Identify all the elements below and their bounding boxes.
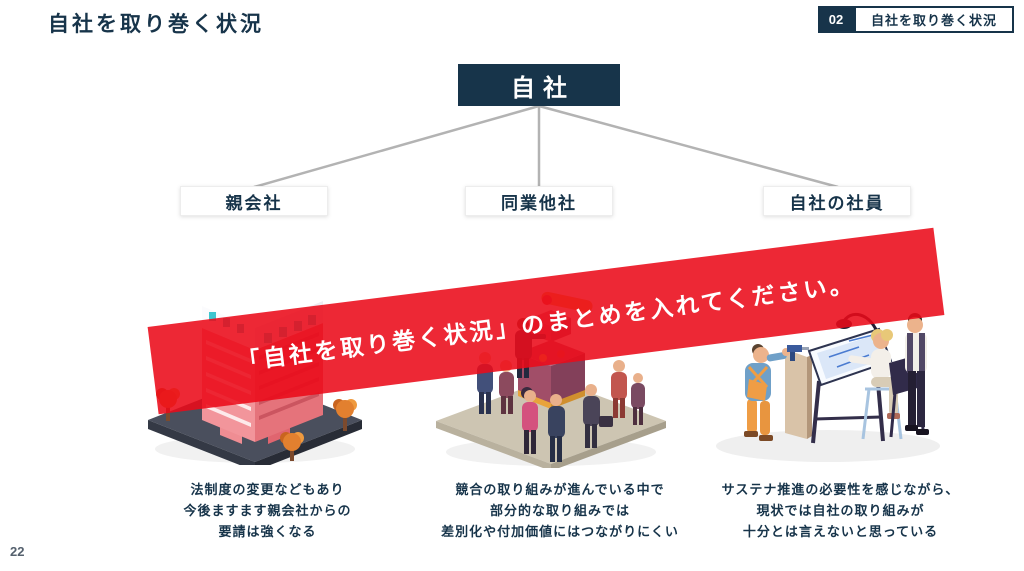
note-line: 今後ますます親会社からの xyxy=(183,503,352,518)
page-title: 自社を取り巻く状況 xyxy=(48,13,264,36)
note-line: 要請は強くなる xyxy=(218,524,317,539)
note-line: 現状では自社の取り組みが xyxy=(756,503,925,518)
node-industry-peers: 同業他社 xyxy=(465,186,613,216)
note-parent-company: 法制度の変更などもあり 今後ますます親会社からの 要請は強くなる xyxy=(130,479,405,542)
worker-with-drill xyxy=(744,344,809,441)
note-line: 十分とは言えないと思っている xyxy=(742,524,939,539)
root-node-company: 自社 xyxy=(458,64,620,106)
node-parent-company: 親会社 xyxy=(180,186,328,216)
page-number: 22 xyxy=(10,544,25,559)
wall-panel xyxy=(785,349,812,439)
section-label: 自社を取り巻く状況 xyxy=(854,6,1014,33)
note-employees: サステナ推進の必要性を感じながら、 現状では自社の取り組みが 十分とは言えないと… xyxy=(693,479,988,542)
note-line: 競合の取り組みが進んでいる中で xyxy=(455,482,665,497)
section-number: 02 xyxy=(818,6,854,33)
note-line: 法制度の変更などもあり xyxy=(190,482,345,497)
node-employees: 自社の社員 xyxy=(763,186,911,216)
section-badge: 02 自社を取り巻く状況 xyxy=(818,6,1014,33)
note-line: 差別化や付加価値にはつながりにくい xyxy=(441,524,679,539)
note-line: サステナ推進の必要性を感じながら、 xyxy=(721,482,960,497)
workers-illustration xyxy=(716,313,940,462)
note-line: 部分的な取り組みでは xyxy=(489,503,630,518)
standing-man xyxy=(889,313,929,438)
note-industry-peers: 競合の取り組みが進んでいる中で 部分的な取り組みでは 差別化や付加価値にはつなが… xyxy=(415,479,705,542)
